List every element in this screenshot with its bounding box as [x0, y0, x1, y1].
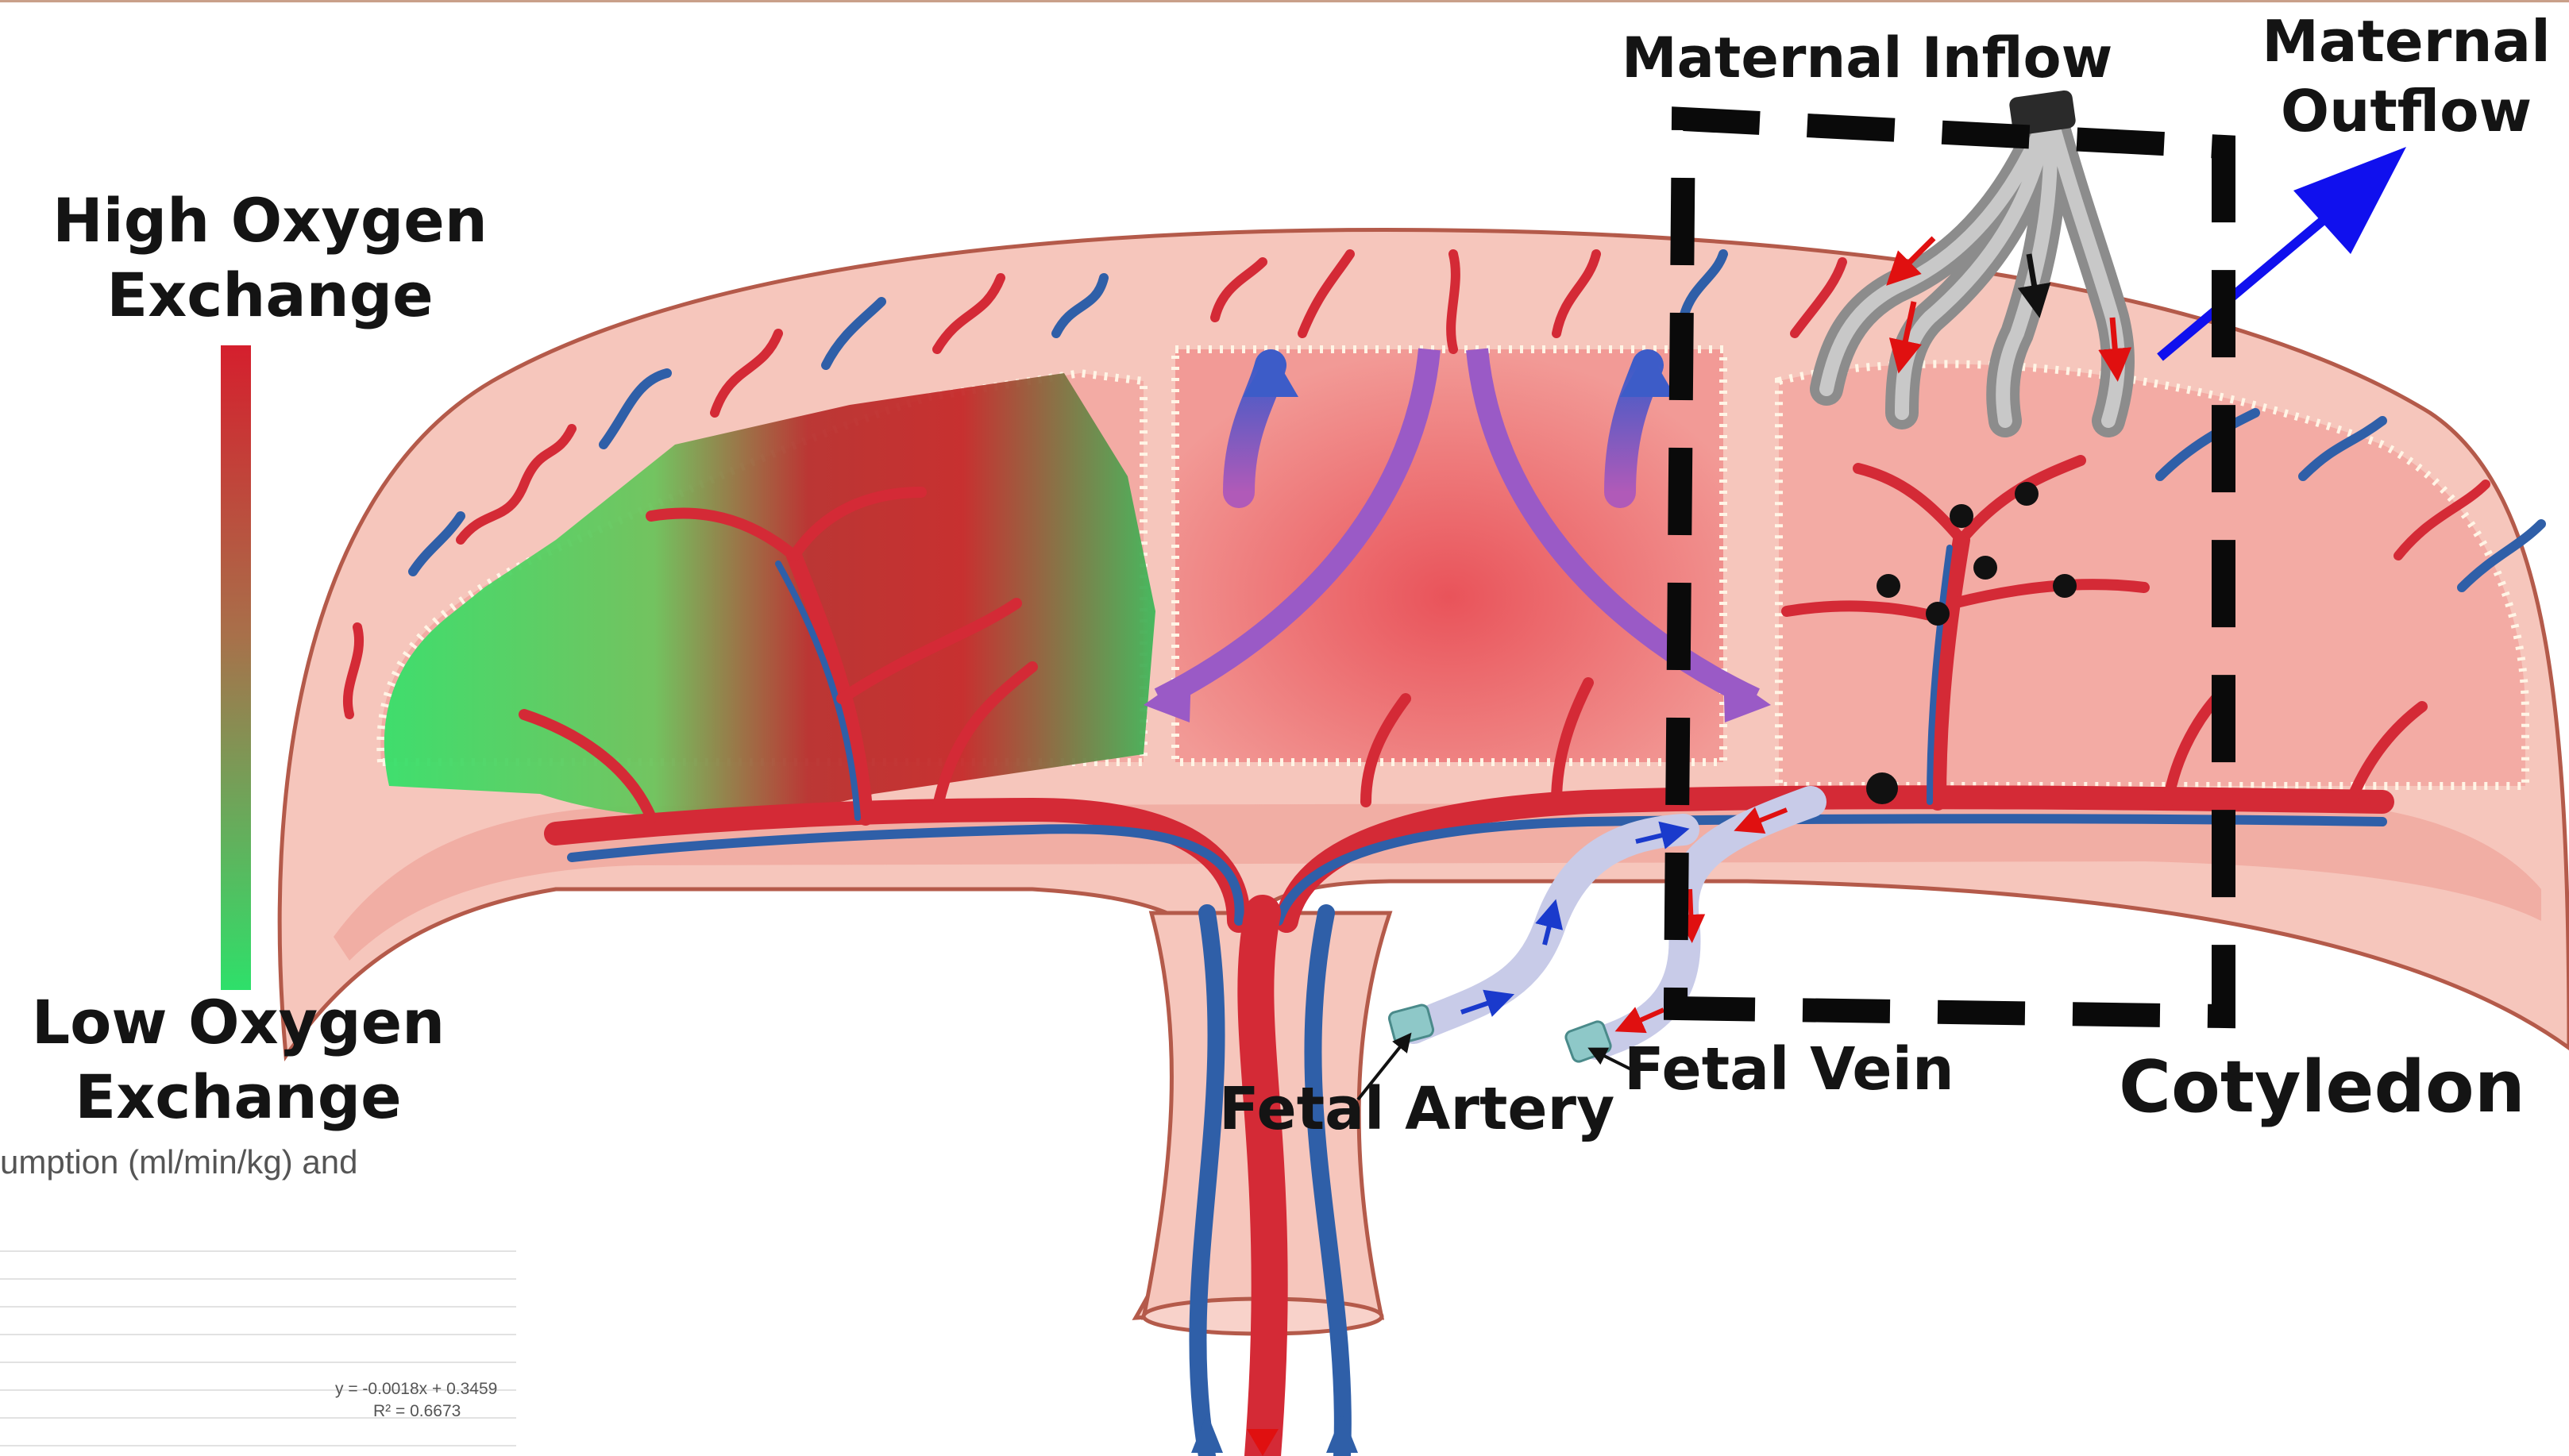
maternal-flow-arrow-icon — [2112, 318, 2116, 365]
fetal-flow-arrow-icon — [1326, 1413, 1358, 1453]
maternal-outflow-label: Maternal Outflow — [2247, 13, 2565, 140]
oxygen-scale-bar — [221, 345, 251, 990]
high-oxygen-label: High Oxygen Exchange — [32, 191, 508, 325]
high-oxygen-line1: High Oxygen — [32, 191, 508, 251]
fetal-artery-label: Fetal Artery — [1219, 1080, 1614, 1138]
maternal-outflow-line2: Outflow — [2247, 83, 2565, 140]
high-oxygen-line2: Exchange — [32, 265, 508, 325]
cotyledon-label: Cotyledon — [2119, 1052, 2525, 1123]
maternal-outflow-line1: Maternal — [2247, 13, 2565, 70]
low-oxygen-line2: Exchange — [8, 1067, 469, 1127]
maternal-inflow-label: Maternal Inflow — [1622, 30, 2112, 86]
fetal-flow-arrow-icon — [1690, 889, 1691, 929]
maternal-outflow-arrow-icon — [2293, 147, 2406, 254]
low-oxygen-line1: Low Oxygen — [8, 992, 469, 1053]
fetal-vein-label: Fetal Vein — [1624, 1040, 1954, 1099]
low-oxygen-label: Low Oxygen Exchange — [8, 992, 469, 1127]
